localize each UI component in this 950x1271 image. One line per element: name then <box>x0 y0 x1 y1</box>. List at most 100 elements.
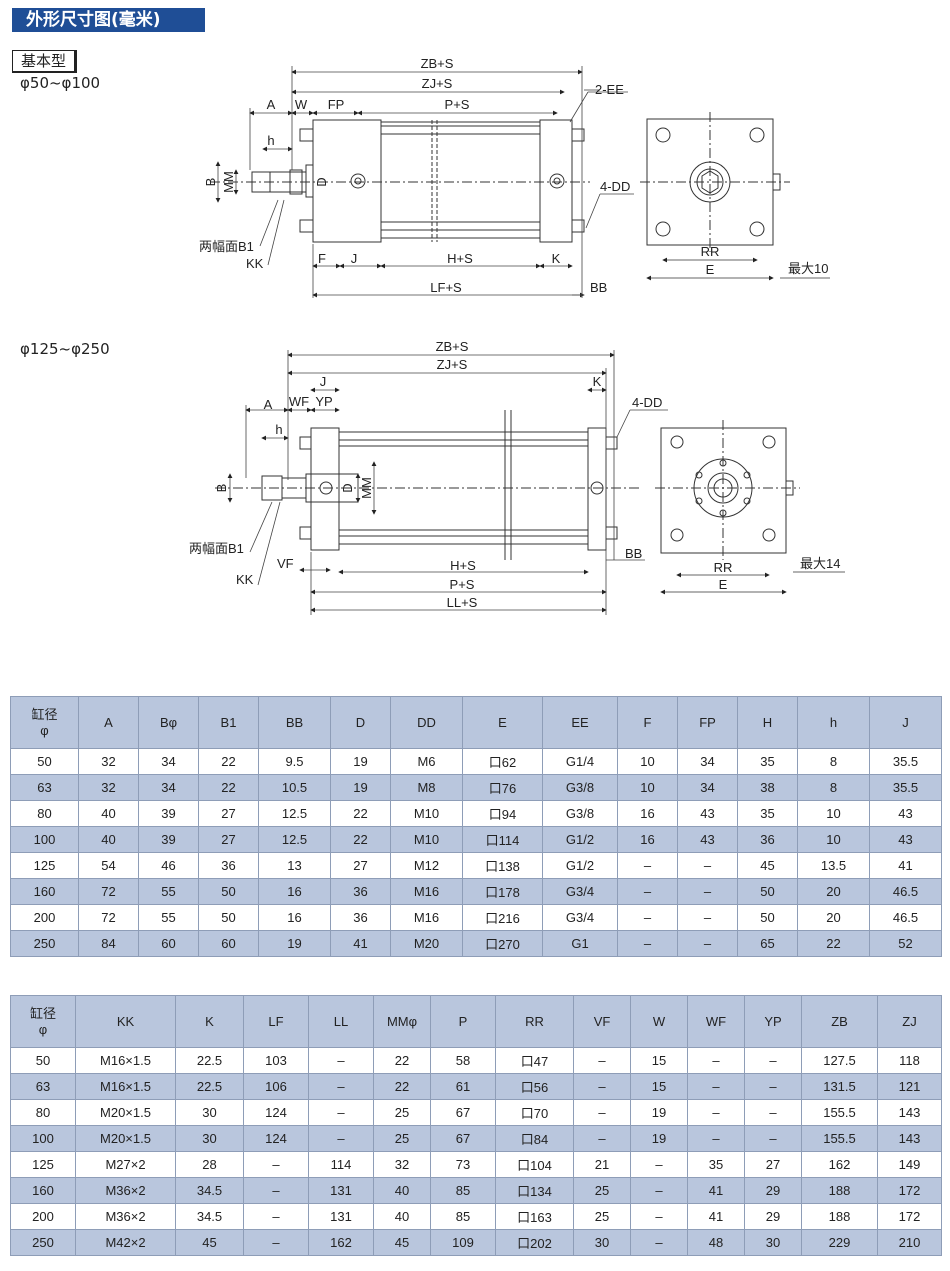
label-f: F <box>318 251 326 266</box>
table-cell: 35 <box>687 1151 745 1178</box>
table-cell: 20 <box>797 904 870 931</box>
table-cell: 54 <box>78 852 139 879</box>
table-cell: 32 <box>78 748 139 775</box>
column-header: MMφ <box>373 995 431 1048</box>
table-cell: 25 <box>573 1177 631 1204</box>
label-bb: BB <box>625 546 642 561</box>
table-cell: – <box>687 1125 745 1152</box>
table-cell: 131 <box>308 1203 374 1230</box>
table-cell: 9.5 <box>258 748 331 775</box>
table-cell: – <box>617 904 678 931</box>
label-j: J <box>320 374 327 389</box>
label-kk: KK <box>246 256 264 271</box>
bore-cell: 63 <box>10 1073 76 1100</box>
label-j: J <box>351 251 358 266</box>
table-cell: 67 <box>430 1099 496 1126</box>
table-cell: 22 <box>330 800 391 827</box>
table-cell: 43 <box>869 800 942 827</box>
column-header: K <box>175 995 244 1048</box>
column-header: A <box>78 696 139 749</box>
table-cell: 10 <box>797 800 870 827</box>
table-cell: M12 <box>390 852 463 879</box>
bore-cell: 125 <box>10 1151 76 1178</box>
table-cell: 口114 <box>462 826 543 853</box>
table-cell: 30 <box>573 1229 631 1256</box>
drawing-small-dimensions <box>215 66 634 298</box>
table-cell: 36 <box>330 904 391 931</box>
table-cell: 36 <box>330 878 391 905</box>
table-cell: – <box>630 1151 688 1178</box>
label-d: D <box>340 483 355 492</box>
drawing-small-side-view <box>210 119 590 243</box>
label-lfs: LF+S <box>430 280 462 295</box>
table-cell: 19 <box>630 1125 688 1152</box>
range-label-large: φ125~φ250 <box>20 340 110 358</box>
table-cell: – <box>630 1203 688 1230</box>
table-cell: 29 <box>744 1203 802 1230</box>
label-zbs: ZB+S <box>421 56 454 71</box>
table-cell: – <box>630 1177 688 1204</box>
table-cell: M16×1.5 <box>75 1047 176 1074</box>
table-cell: 19 <box>330 748 391 775</box>
label-b: B <box>214 484 229 493</box>
label-zbs: ZB+S <box>436 339 469 354</box>
table-cell: M27×2 <box>75 1151 176 1178</box>
table-cell: 50 <box>737 904 798 931</box>
bore-cell: 100 <box>10 826 79 853</box>
table-cell: 27 <box>198 826 259 853</box>
table-cell: 34.5 <box>175 1203 244 1230</box>
table-cell: 29 <box>744 1177 802 1204</box>
table-cell: G3/4 <box>542 904 618 931</box>
label-k: K <box>552 251 561 266</box>
table-cell: M8 <box>390 774 463 801</box>
table-cell: 35 <box>737 800 798 827</box>
table-cell: 25 <box>373 1099 431 1126</box>
table-cell: M10 <box>390 800 463 827</box>
table-cell: – <box>677 930 738 957</box>
table-cell: M6 <box>390 748 463 775</box>
column-header: BB <box>258 696 331 749</box>
table-cell: 38 <box>737 774 798 801</box>
table-cell: 85 <box>430 1177 496 1204</box>
table-cell: 41 <box>869 852 942 879</box>
column-header: B1 <box>198 696 259 749</box>
table-cell: 127.5 <box>801 1047 878 1074</box>
table-cell: 8 <box>797 748 870 775</box>
table-cell: 52 <box>869 930 942 957</box>
table-cell: 72 <box>78 904 139 931</box>
type-badge: 基本型 <box>12 50 78 73</box>
table-cell: 34 <box>677 748 738 775</box>
table-cell: 口56 <box>495 1073 574 1100</box>
table-cell: – <box>573 1099 631 1126</box>
label-w: W <box>295 97 308 112</box>
table-cell: 210 <box>877 1229 942 1256</box>
table-cell: 35.5 <box>869 748 942 775</box>
table-cell: 124 <box>243 1125 309 1152</box>
table-cell: 50 <box>198 904 259 931</box>
table-cell: 22 <box>198 748 259 775</box>
label-ee: 2-EE <box>595 82 624 97</box>
table-cell: 16 <box>617 826 678 853</box>
table-cell: 46.5 <box>869 878 942 905</box>
table-cell: – <box>687 1047 745 1074</box>
table-cell: 35.5 <box>869 774 942 801</box>
table-cell: 72 <box>78 878 139 905</box>
table-cell: – <box>677 852 738 879</box>
table-cell: 162 <box>801 1151 878 1178</box>
table-cell: 25 <box>373 1125 431 1152</box>
table-cell: 65 <box>737 930 798 957</box>
table-cell: G3/8 <box>542 774 618 801</box>
table-cell: – <box>573 1047 631 1074</box>
table-cell: 43 <box>677 826 738 853</box>
table-cell: – <box>243 1151 309 1178</box>
label-a: A <box>267 97 276 112</box>
